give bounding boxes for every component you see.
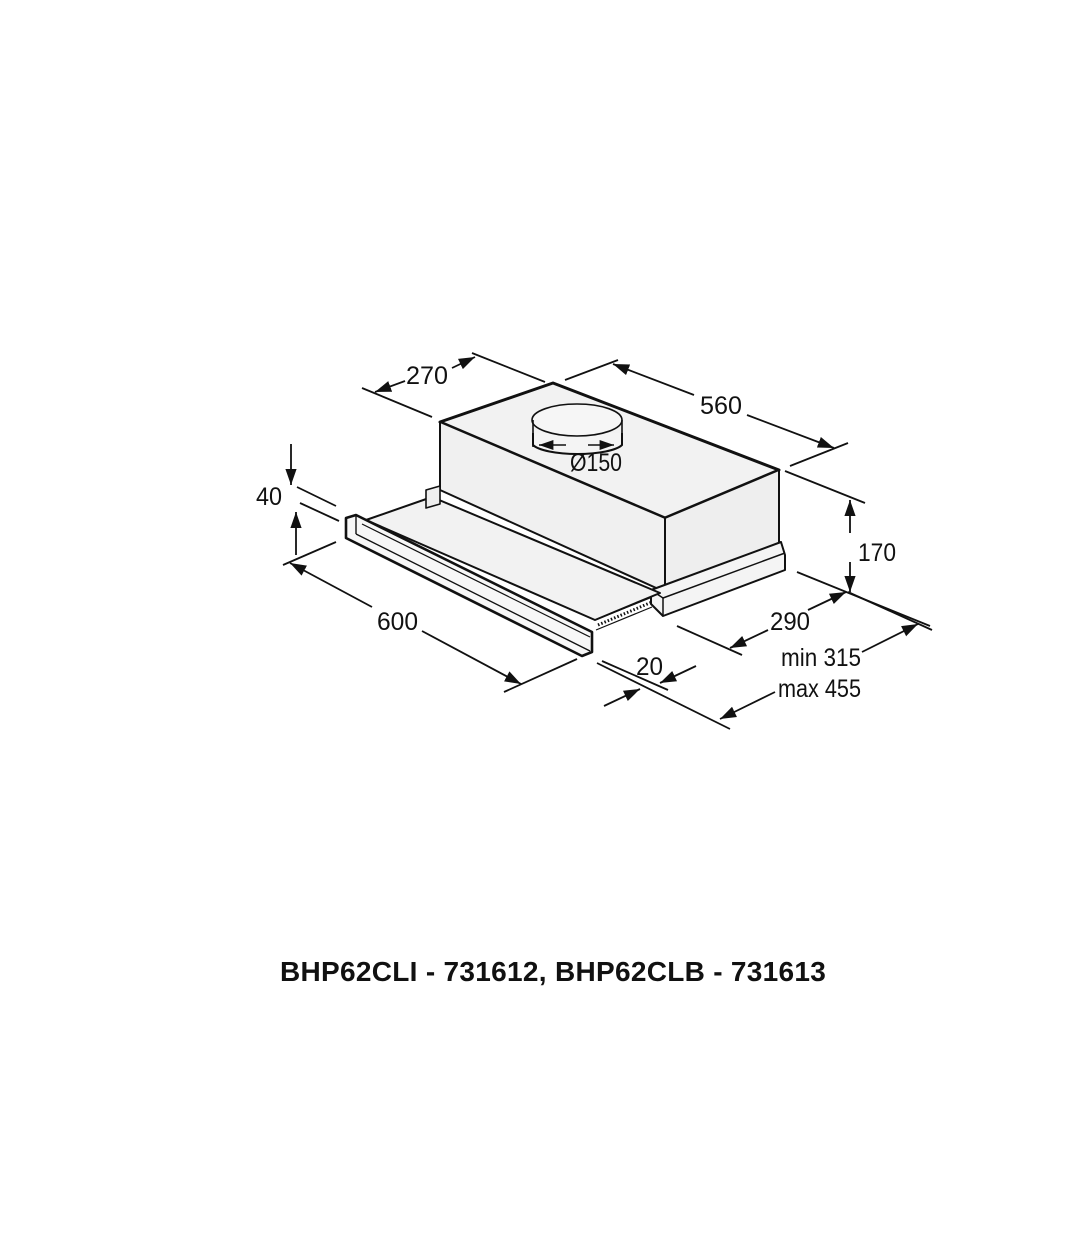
dim-label-170: 170 [858,539,896,567]
dimension-lines [282,352,933,730]
visor-tray [365,496,661,621]
dim-label-min-315: min 315 [781,644,861,672]
dim-label-560: 560 [700,392,742,420]
duct-collar [531,403,623,455]
dim-label-max-455: max 455 [778,675,861,703]
dim-label-40: 40 [256,483,282,511]
dim-label-20: 20 [636,653,663,681]
dim-label-290: 290 [770,608,810,636]
dimension-labels: 270 560 Ø150 40 170 600 290 20 min 315 m… [256,362,896,703]
dim-label-270: 270 [406,362,448,390]
telescopic-visor [344,485,661,658]
dim-label-diameter-150: Ø150 [570,449,622,477]
model-caption: BHP62CLI - 731612, BHP62CLB - 731613 [280,956,827,987]
dim-label-600: 600 [377,608,418,636]
